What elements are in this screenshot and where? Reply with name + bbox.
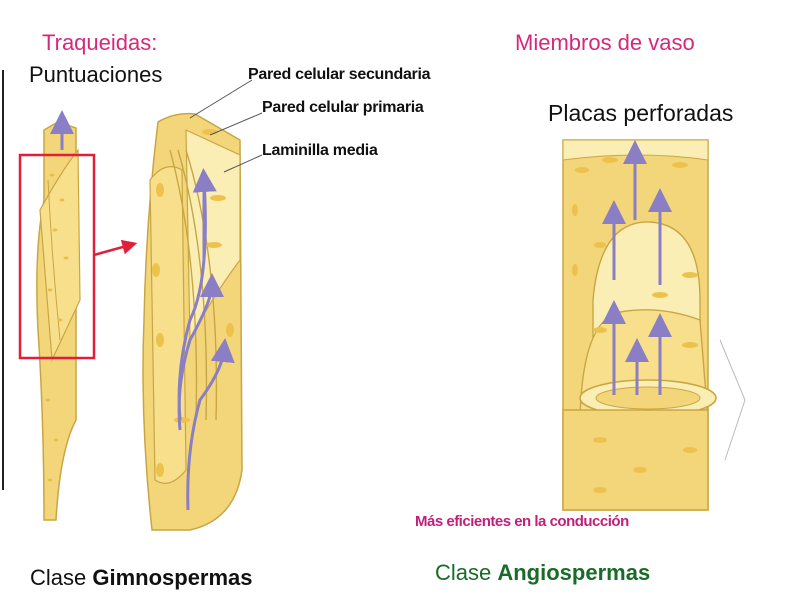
caption-clase-gimnospermas: Clase Gimnospermas xyxy=(30,565,253,591)
caption-angiospermas: Angiospermas xyxy=(497,560,651,585)
leader-laminilla xyxy=(223,154,263,173)
tracheid-small-column xyxy=(36,110,81,521)
leader-pared-secundaria xyxy=(189,79,253,119)
tracheid-enlarged xyxy=(142,112,243,531)
title-miembros-de-vaso: Miembros de vaso xyxy=(515,30,695,55)
flow-arrow-2 xyxy=(177,273,224,431)
vessel-member xyxy=(562,139,717,511)
caption-clase-word-left: Clase xyxy=(30,565,93,590)
caption-gimnospermas: Gimnospermas xyxy=(92,565,253,590)
caption-clase-word-right: Clase xyxy=(435,560,498,585)
flow-arrow-3 xyxy=(186,338,235,511)
label-laminilla-media: Laminilla media xyxy=(262,142,378,159)
title-traqueidas: Traqueidas: xyxy=(42,30,158,55)
label-mas-eficientes: Más eficientes en la conducción xyxy=(415,513,629,530)
label-pared-celular-primaria: Pared celular primaria xyxy=(262,99,424,116)
label-placas-perforadas: Placas perforadas xyxy=(548,100,734,126)
highlight-connector-arrow xyxy=(93,239,138,257)
label-puntuaciones: Puntuaciones xyxy=(29,62,163,87)
highlight-box xyxy=(18,153,96,360)
vessel-side-lines xyxy=(719,339,746,461)
label-pared-celular-secundaria: Pared celular secundaria xyxy=(248,66,431,83)
leader-pared-primaria xyxy=(209,112,263,136)
caption-clase-angiospermas: Clase Angiospermas xyxy=(435,560,650,586)
